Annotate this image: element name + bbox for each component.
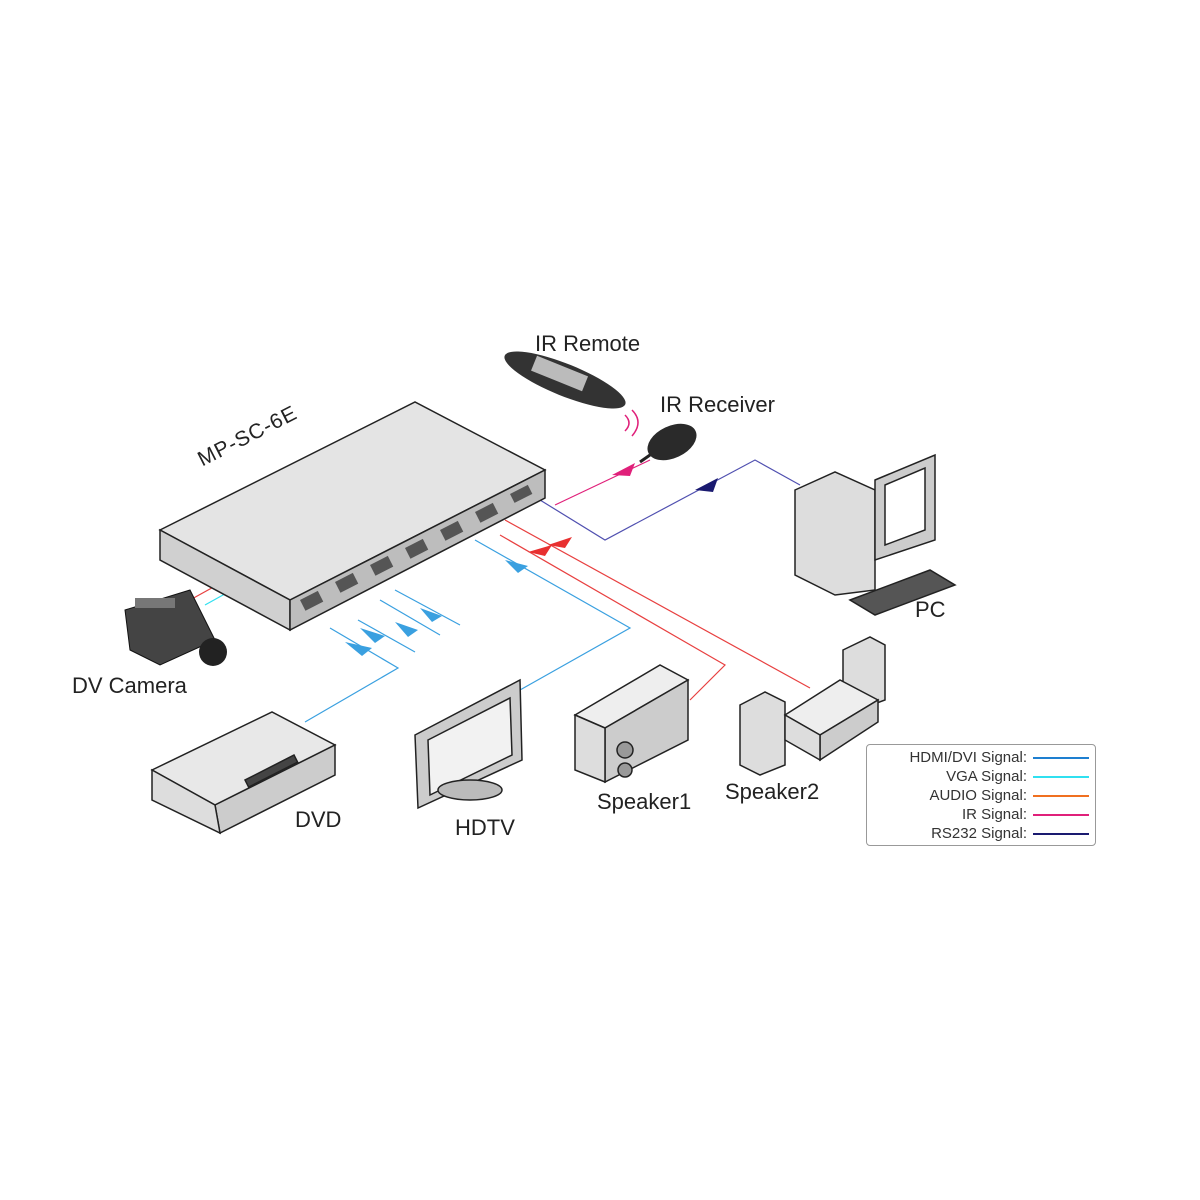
legend-swatch [1033, 794, 1089, 797]
legend-swatch [1033, 813, 1089, 816]
legend-label: HDMI/DVI Signal: [909, 749, 1027, 766]
audio-line-speaker1 [499, 534, 726, 701]
speaker1-label: Speaker1 [597, 789, 692, 814]
signal-legend: HDMI/DVI Signal: VGA Signal: AUDIO Signa… [866, 744, 1096, 846]
legend-label: IR Signal: [961, 806, 1027, 823]
legend-label: RS232 Signal: [931, 825, 1027, 842]
speaker2-system-device [739, 636, 886, 776]
hdtv-device [414, 678, 523, 810]
ir-remote-label: IR Remote [535, 331, 641, 356]
dvd-label: DVD [295, 807, 342, 832]
dvd-device [150, 711, 337, 835]
pc-device [794, 453, 957, 616]
hdmi-line-dvd [304, 627, 400, 723]
legend-label: VGA Signal: [946, 768, 1027, 785]
hdmi-input-lines [357, 619, 416, 653]
ir-line [554, 459, 651, 506]
legend-item-hdmi: HDMI/DVI Signal: [873, 748, 1089, 767]
audio-line-speaker2 [504, 519, 811, 689]
ir-receiver-label: IR Receiver [660, 392, 775, 417]
rs232-line [539, 459, 801, 541]
hdmi-line-hdtv [474, 539, 632, 691]
speaker2-label: Speaker2 [725, 779, 820, 804]
speaker1-device [573, 664, 690, 784]
dv-camera-device [124, 589, 227, 666]
legend-label: AUDIO Signal: [929, 787, 1027, 804]
pc-label: PC [915, 597, 946, 622]
hdmi-input-line [394, 589, 461, 626]
dv-camera-label: DV Camera [72, 673, 187, 698]
legend-swatch [1033, 775, 1089, 778]
ir-remote-device [504, 351, 639, 437]
legend-item-ir: IR Signal: [873, 805, 1089, 824]
legend-item-audio: AUDIO Signal: [873, 786, 1089, 805]
mp-sc-6e-switcher [158, 401, 547, 632]
ir-receiver-device [639, 423, 697, 464]
legend-swatch [1033, 832, 1089, 835]
legend-item-vga: VGA Signal: [873, 767, 1089, 786]
hdtv-label: HDTV [455, 815, 515, 840]
hdmi-input-line [379, 599, 441, 636]
legend-swatch [1033, 756, 1089, 759]
legend-item-rs232: RS232 Signal: [873, 824, 1089, 843]
